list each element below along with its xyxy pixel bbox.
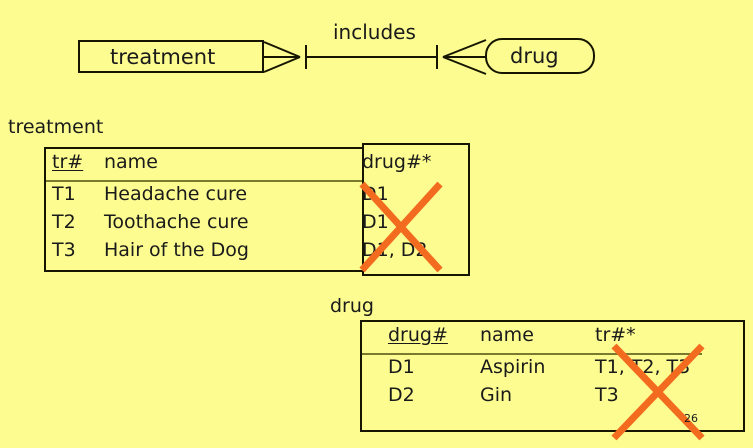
column-header-drug-number: drug# [388, 324, 448, 346]
treatment-table-caption: treatment [8, 116, 104, 138]
column-header-drug-number: drug#* [362, 151, 432, 173]
cell-drug-number: D1 [388, 356, 415, 378]
treatment-table-grid: tr# name drug#* T1 Headache cure D1 T2 T… [44, 147, 470, 276]
table-row[interactable]: T1 Headache cure D1 [44, 185, 470, 213]
cell-name: Aspirin [480, 356, 546, 378]
treatment-table-body: T1 Headache cure D1 T2 Toothache cure D1… [44, 185, 470, 269]
er-entity-treatment[interactable] [78, 40, 264, 73]
drug-table-caption: drug [330, 295, 374, 317]
cell-tr-number: T3 [52, 239, 76, 261]
crowsfoot-drug-side [442, 39, 487, 75]
drug-table-body: D1 Aspirin T1, T2, T3 D2 Gin T3 [360, 358, 745, 414]
table-header-row: drug# name tr#* [360, 326, 745, 354]
column-header-name: name [480, 324, 534, 346]
er-connector-graphics [263, 39, 487, 75]
header-separator-rule [46, 180, 362, 182]
cell-tr-number: T1, T2, T3 [595, 356, 691, 378]
cell-tr-number: T2 [52, 211, 76, 233]
er-entity-drug[interactable] [485, 38, 595, 74]
cell-name: Hair of the Dog [104, 239, 249, 261]
column-header-tr-number: tr#* [595, 324, 636, 346]
table-row[interactable]: D2 Gin T3 [360, 386, 745, 414]
er-entity-drug-label: drug [510, 44, 559, 68]
cell-drug-number: D1 [362, 183, 389, 205]
crowsfoot-treatment-side [263, 41, 301, 73]
cell-tr-number: T1 [52, 183, 76, 205]
cell-drug-number: D2 [388, 384, 415, 406]
table-row[interactable]: D1 Aspirin T1, T2, T3 [360, 358, 745, 386]
drug-table-border [360, 320, 745, 432]
column-header-tr-number: tr# [52, 151, 84, 173]
page-number: 26 [684, 412, 698, 425]
column-header-name: name [104, 151, 158, 173]
cell-name: Toothache cure [104, 211, 249, 233]
cell-drug-number: D1 [362, 211, 389, 233]
er-diagram: treatment drug includes [0, 0, 753, 110]
cell-tr-number: T3 [595, 384, 619, 406]
header-separator-rule [362, 353, 702, 355]
table-row[interactable]: T2 Toothache cure D1 [44, 213, 470, 241]
cell-name: Gin [480, 384, 513, 406]
er-relationship-label: includes [333, 20, 416, 44]
table-header-row: tr# name drug#* [44, 153, 470, 181]
cell-drug-number: D1, D2 [362, 239, 428, 261]
er-entity-treatment-label: treatment [110, 45, 216, 69]
table-row[interactable]: T3 Hair of the Dog D1, D2 [44, 241, 470, 269]
cell-name: Headache cure [104, 183, 248, 205]
